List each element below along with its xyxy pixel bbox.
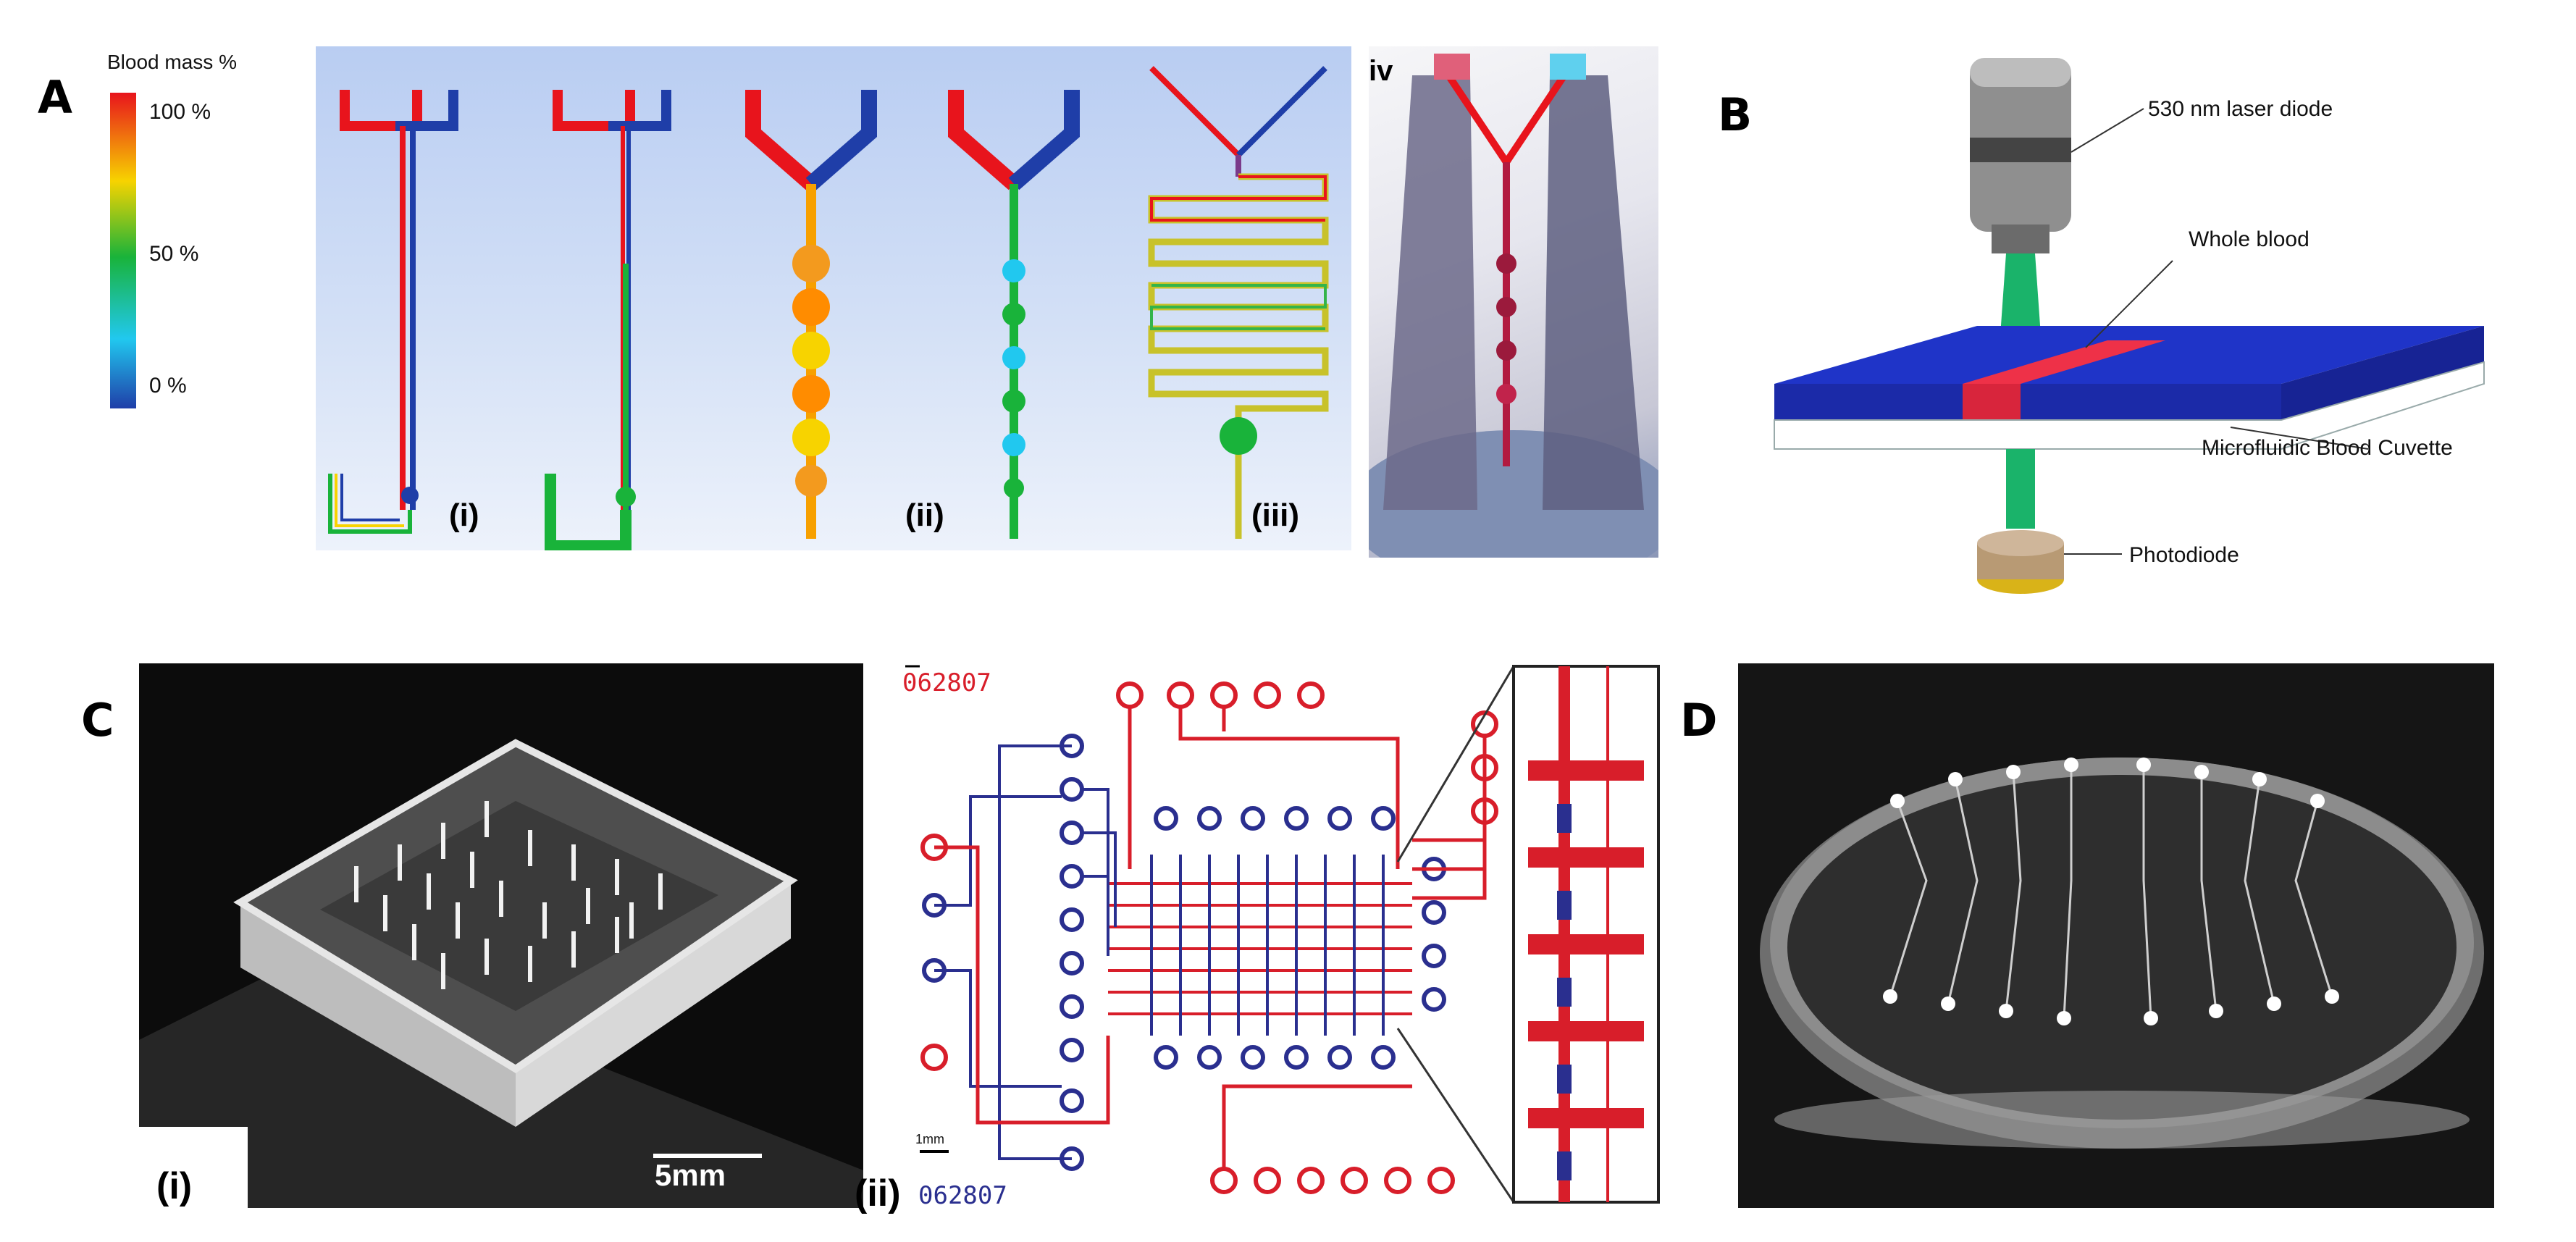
design-code-bottom: 062807 xyxy=(918,1181,1007,1210)
colorbar-title: Blood mass % xyxy=(107,51,237,73)
sublabel-c-ii: (ii) xyxy=(855,1172,901,1214)
simulation-channel-i-b xyxy=(545,90,671,550)
colorbar-tick-0: 0 % xyxy=(149,374,187,398)
panel-label-b: B xyxy=(1718,88,1753,141)
simulation-channel-i-a xyxy=(328,90,458,534)
design-scale-label: 1mm xyxy=(915,1132,944,1146)
label-cuvette: Microfluidic Blood Cuvette xyxy=(2202,436,2453,460)
device-photo-d xyxy=(1738,663,2494,1208)
device-photo-iv xyxy=(1369,46,1658,558)
scale-bar-label: 5mm xyxy=(655,1158,726,1192)
colorbar-tick-100: 100 % xyxy=(149,100,211,124)
colorbar-tick-50: 50 % xyxy=(149,242,199,266)
design-code-top: 062807 xyxy=(902,668,991,697)
simulation-channel-ii-a xyxy=(745,90,877,539)
label-whole-blood: Whole blood xyxy=(2189,227,2309,251)
simulation-channel-iii xyxy=(1148,66,1329,539)
sublabel-a-iii: (iii) xyxy=(1251,498,1299,533)
device-photo-c-i xyxy=(139,663,863,1208)
panel-label-d: D xyxy=(1680,694,1718,747)
blood-cuvette-schematic xyxy=(1774,58,2485,594)
label-laser-diode: 530 nm laser diode xyxy=(2148,97,2333,121)
sublabel-a-i: (i) xyxy=(449,498,479,533)
mask-design-c-ii xyxy=(891,652,1673,1217)
label-photodiode: Photodiode xyxy=(2129,543,2239,567)
sublabel-a-ii: (ii) xyxy=(905,498,944,533)
panel-label-a: A xyxy=(38,71,72,124)
sublabel-a-iv: iv xyxy=(1369,55,1393,87)
sublabel-c-i: (i) xyxy=(156,1165,193,1207)
simulation-channel-ii-b xyxy=(948,90,1080,539)
colorbar xyxy=(110,93,136,408)
simulation-panel xyxy=(316,46,1351,550)
panel-label-c: C xyxy=(81,694,114,747)
